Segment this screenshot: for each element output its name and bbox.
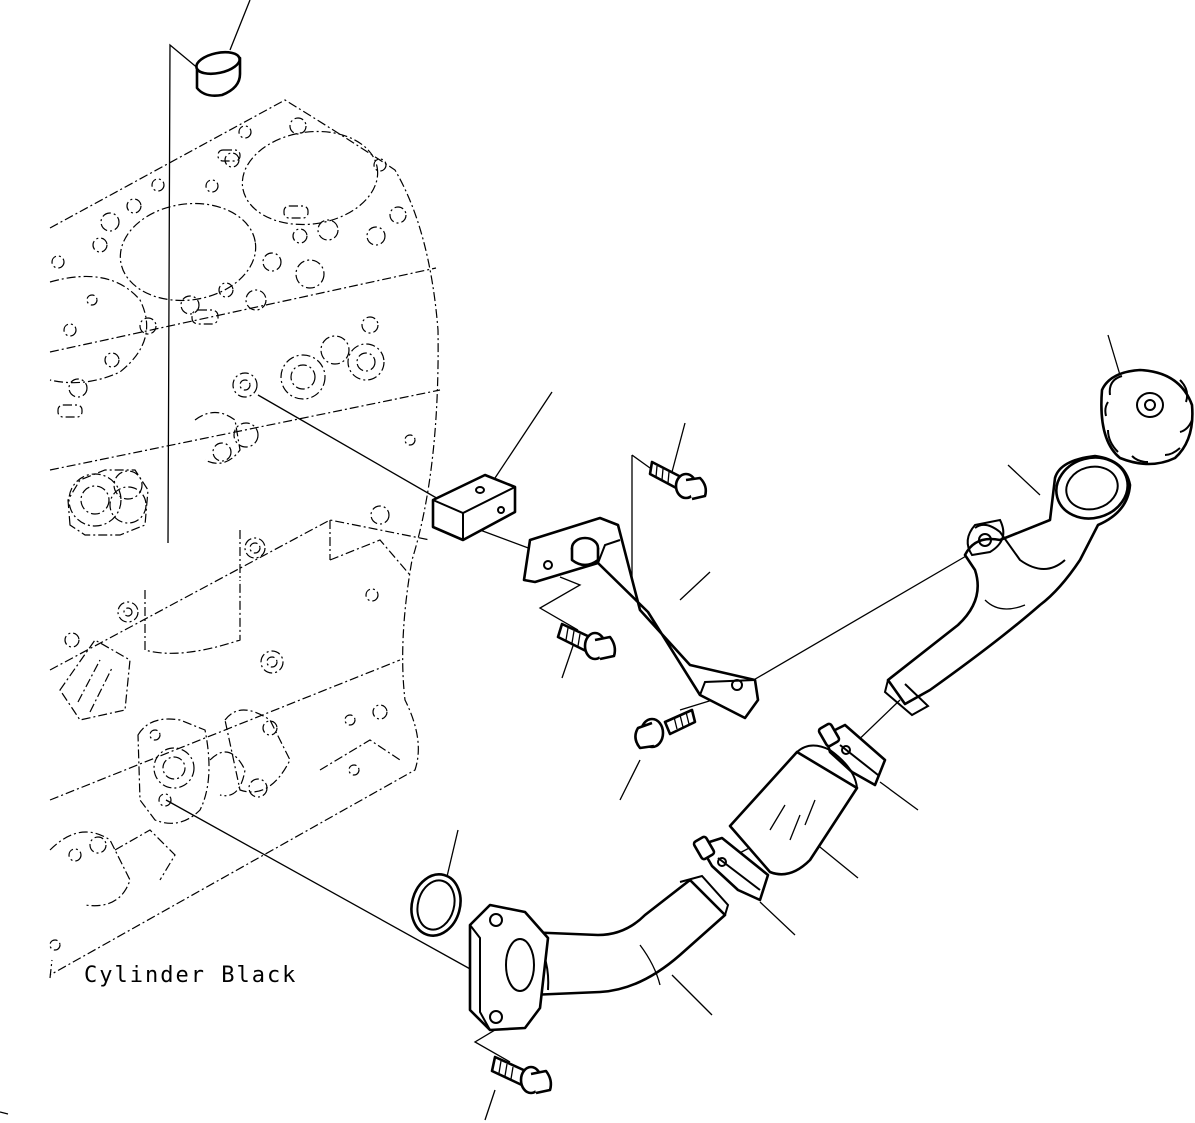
callout-leaders: [229, 0, 1121, 1121]
hose-clamp-lower: [692, 835, 770, 902]
spacer-block-part: [431, 473, 517, 542]
bolt-part-upper: [648, 460, 708, 501]
rubber-hose-part: [728, 744, 859, 876]
cylinder-block-label: Cylinder Black: [84, 963, 297, 988]
block-outlet-flange: [137, 718, 210, 824]
hose-clamp-upper: [817, 722, 887, 787]
filler-cap-part: [1100, 368, 1194, 466]
bolt-part-middle: [556, 622, 617, 661]
deck-holes: [51, 117, 407, 418]
block-side-features: [49, 316, 416, 951]
plug-part: [195, 50, 242, 97]
o-ring-part: [410, 873, 462, 937]
bolt-part-bottom: [490, 1055, 553, 1095]
cylinder-block: Cylinder Black: [49, 99, 441, 988]
bolt-part-lower: [634, 708, 697, 750]
corner-mark: [0, 1111, 9, 1115]
bracket-part: [522, 516, 760, 720]
elbow-pipe-part: [468, 874, 730, 1032]
filler-tube-part: [883, 454, 1132, 717]
